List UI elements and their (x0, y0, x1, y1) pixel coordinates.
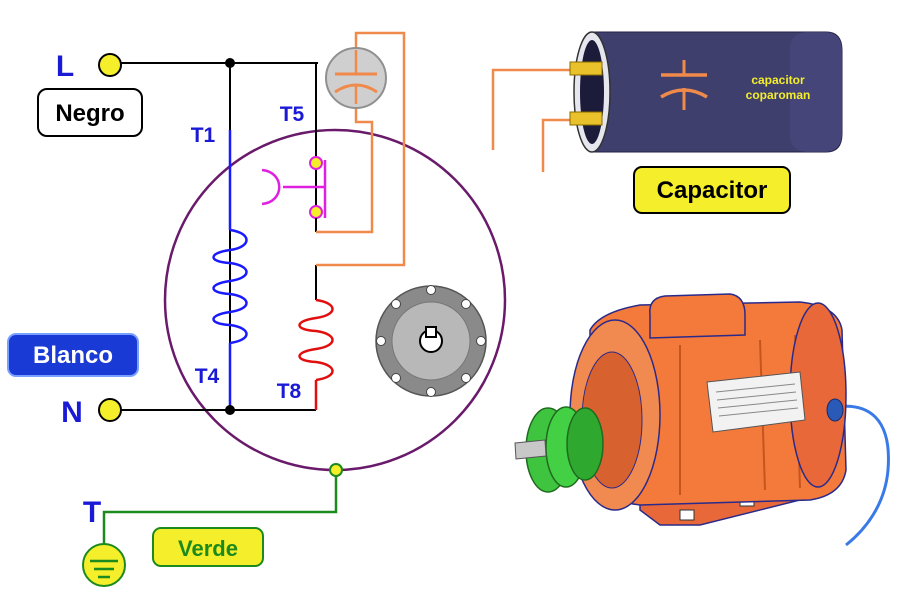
motor-cable (829, 404, 890, 547)
rotor-bolts (376, 285, 486, 397)
motor-junction-box (649, 293, 746, 339)
capacitor-tag: Capacitor (633, 166, 791, 214)
l-terminal (98, 53, 122, 77)
verde-tag-label: Verde (178, 536, 238, 561)
cap-body-text-2: coparoman (746, 88, 811, 102)
t8-label: T8 (277, 380, 302, 403)
switch-contact-lower (309, 205, 323, 219)
rotor-key (425, 326, 437, 338)
negro-tag: Negro (37, 88, 143, 137)
capacitor-illustration: capacitor coparoman (491, 31, 843, 172)
l-label: L (56, 50, 74, 83)
start-winding-coil (298, 298, 334, 382)
main-winding-coil (212, 228, 248, 345)
t-label: T (83, 496, 101, 529)
t5-label: T5 (280, 103, 305, 126)
cap-lead-2 (541, 118, 575, 172)
capacitor-tag-label: Capacitor (657, 177, 768, 204)
switch-governor (261, 168, 281, 206)
negro-tag-label: Negro (55, 100, 124, 127)
t1-label: T1 (191, 124, 216, 147)
cap-wire-b (316, 31, 406, 267)
verde-tag: Verde (152, 527, 264, 567)
motor-shaft (514, 439, 547, 460)
switch-contact-upper (309, 156, 323, 170)
t4-label: T4 (195, 365, 220, 388)
cap-body-text-1: capacitor (751, 73, 805, 87)
motor-cable-gland (826, 398, 844, 422)
ground-housing-terminal (329, 463, 343, 477)
cap-wire-a (316, 104, 374, 234)
motor-illustration (514, 293, 890, 547)
n-terminal (98, 398, 122, 422)
cap-symbol-disc (325, 47, 387, 109)
ground-wire (102, 476, 338, 545)
cap-terminal-1 (569, 61, 603, 76)
blanco-tag-label: Blanco (33, 342, 113, 369)
motor-nameplate (706, 371, 806, 433)
blanco-tag: Blanco (7, 333, 139, 377)
ground-symbol-disc (82, 543, 126, 587)
n-junction (225, 405, 235, 415)
n-label: N (61, 396, 83, 429)
cap-terminal-2 (569, 111, 603, 126)
cap-lead-1 (491, 68, 575, 150)
